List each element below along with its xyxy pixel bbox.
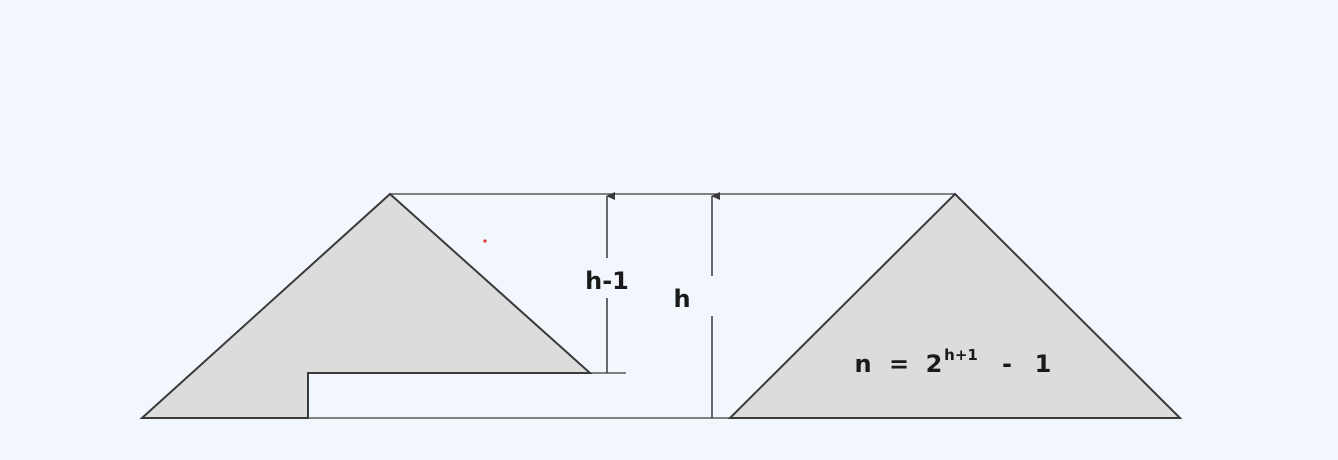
complete-tree-shape (727, 192, 1183, 419)
inner-height-label: h-1 (585, 267, 629, 295)
formula-equals: = (889, 350, 909, 378)
incomplete-tree-shape (139, 192, 593, 419)
formula-n: n (854, 350, 871, 378)
formula-one: 1 (1035, 350, 1052, 378)
formula-exponent: h+1 (944, 346, 978, 364)
outer-height-label: h (673, 285, 690, 313)
formula-base: 2 (926, 350, 943, 378)
red-dot (483, 239, 487, 243)
formula-minus: - (1002, 350, 1012, 378)
